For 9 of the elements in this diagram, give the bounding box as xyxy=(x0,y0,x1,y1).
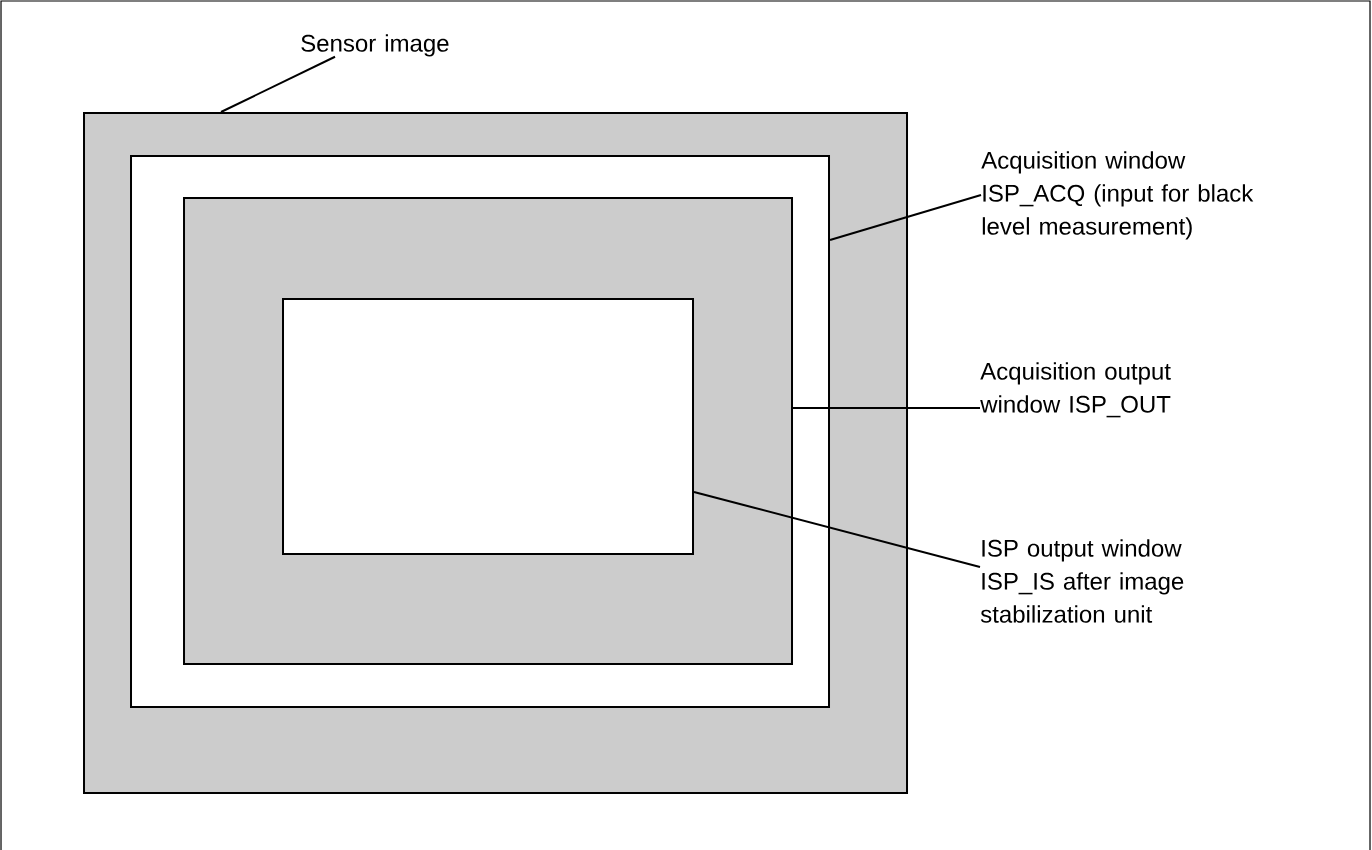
callout-text: Acquisition window ISP_ACQ (input for black level measurement) xyxy=(981,151,1254,240)
window-rectangle xyxy=(282,298,694,555)
callout-text: ISP output window ISP_IS after image stabilization unit xyxy=(980,539,1184,623)
leader-line xyxy=(792,407,981,409)
leader-line xyxy=(220,55,336,113)
callout-text: Acquisition output window ISP_OUT xyxy=(980,362,1171,418)
leader-line xyxy=(829,194,982,241)
callout-text: Sensor image xyxy=(301,34,449,57)
leader-line xyxy=(693,491,981,568)
